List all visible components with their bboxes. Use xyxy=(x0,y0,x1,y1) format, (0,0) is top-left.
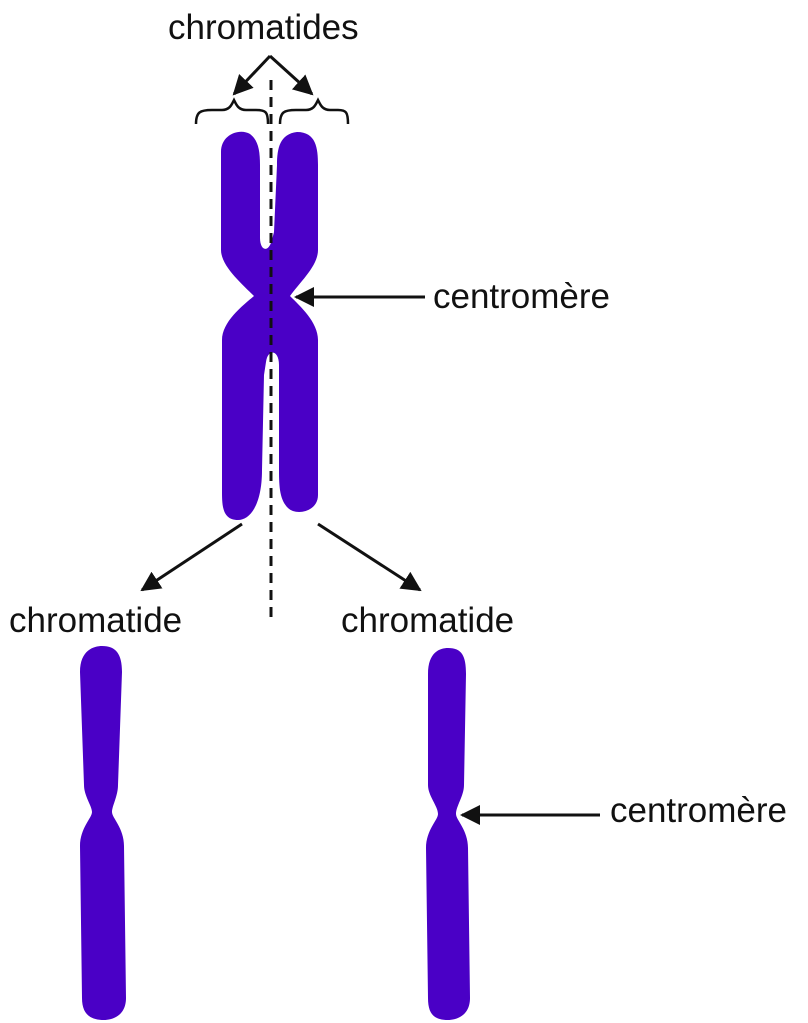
left-brace xyxy=(196,100,268,124)
chromatides-arrows xyxy=(234,56,312,94)
label-chromatid-left: chromatide xyxy=(9,603,182,638)
label-centromere-upper: centromère xyxy=(433,279,610,314)
arrow-to-left-brace xyxy=(234,56,270,94)
arrow-to-right-chromatid xyxy=(318,524,420,590)
arrow-to-right-brace xyxy=(270,56,312,94)
label-chromatid-right: chromatide xyxy=(341,603,514,638)
label-centromere-lower: centromère xyxy=(610,793,787,828)
arrow-to-left-chromatid xyxy=(142,524,242,590)
label-chromatides: chromatides xyxy=(168,10,359,45)
chromatid-left xyxy=(80,646,126,1020)
chromatid-right xyxy=(426,648,470,1020)
right-brace xyxy=(280,100,348,124)
